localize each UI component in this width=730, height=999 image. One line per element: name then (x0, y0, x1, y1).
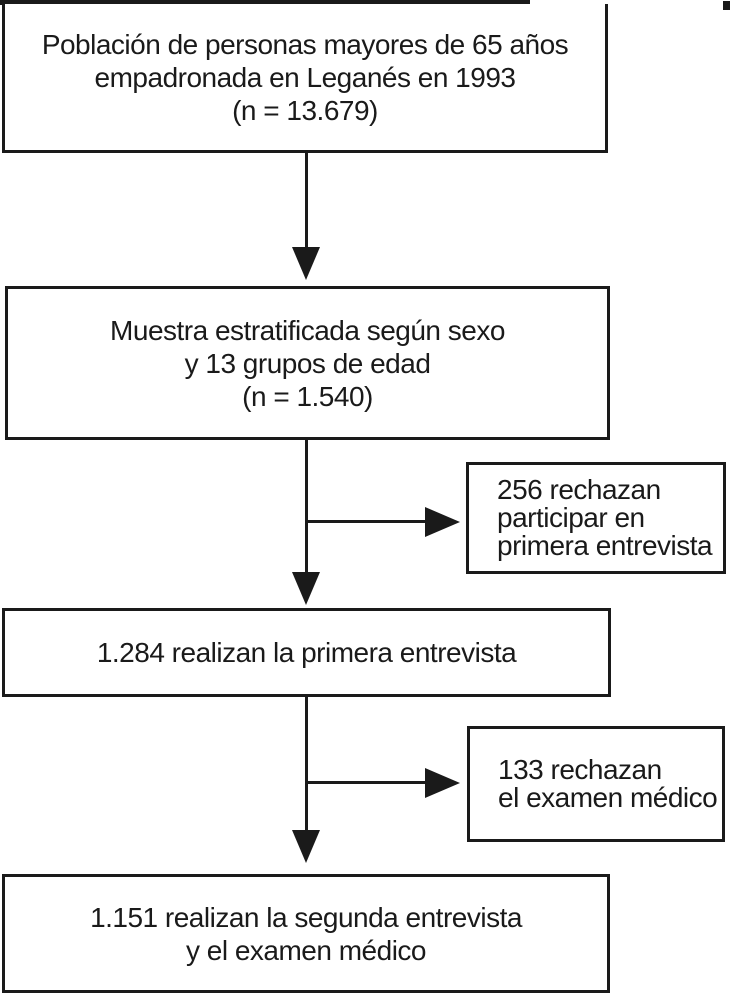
flow-box-text: 133 rechazan (498, 754, 662, 785)
arrow-down-icon (292, 247, 320, 280)
flow-box-text: participar en (497, 502, 645, 533)
flow-box-refuse-medical-exam: 133 rechazan el examen médico (467, 726, 725, 842)
arrow-down-icon (292, 830, 320, 863)
flow-box-text: (n = 13.679) (232, 94, 378, 126)
flow-box-text: Muestra estratificada según sexo (110, 314, 505, 346)
arrow-stem (305, 697, 308, 831)
flow-box-text: y 13 grupos de edad (184, 347, 431, 379)
branch-line (307, 520, 426, 523)
flow-box-text: 1.284 realizan la primera entrevista (96, 637, 517, 668)
flow-box-text: empadronada en Leganés en 1993 (94, 61, 516, 93)
flow-box-refuse-first-interview: 256 rechazan participar en primera entre… (466, 462, 726, 574)
flow-box-text: 256 rechazan (497, 474, 661, 505)
top-rule-line (0, 0, 530, 5)
flow-box-text: (n = 1.540) (242, 380, 373, 412)
arrow-right-icon (425, 507, 460, 537)
branch-line (307, 781, 426, 784)
flow-box-stratified-sample: Muestra estratificada según sexo y 13 gr… (5, 286, 610, 440)
arrow-down-icon (292, 572, 320, 605)
flow-box-first-interview: 1.284 realizan la primera entrevista (2, 608, 611, 697)
arrow-stem (305, 153, 308, 248)
flow-box-text: Población de personas mayores de 65 años (41, 28, 569, 60)
flow-box-text: 1.151 realizan la segunda entrevista (90, 901, 522, 933)
flow-box-text: el examen médico (498, 782, 718, 813)
scan-artifact-mark (723, 1, 730, 10)
flow-box-second-interview: 1.151 realizan la segunda entrevista y e… (2, 874, 610, 993)
flow-box-text: y el examen médico (185, 934, 427, 966)
flow-box-population: Población de personas mayores de 65 años… (2, 4, 608, 153)
arrow-stem (305, 440, 308, 573)
flow-box-text: primera entrevista (497, 530, 713, 561)
arrow-right-icon (425, 768, 460, 798)
